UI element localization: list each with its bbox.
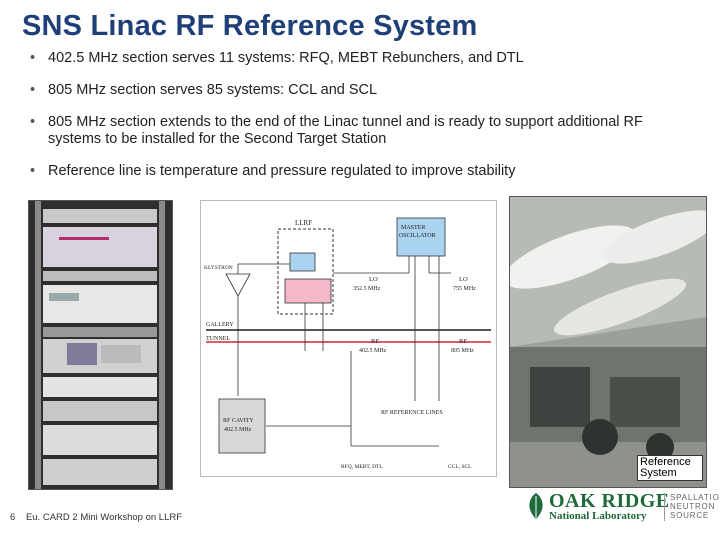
pink-mixer-box	[284, 278, 332, 304]
llrf-inner-box	[289, 252, 316, 272]
reference-system-label: Reference System	[637, 455, 703, 481]
rf-reference-diagram: LLRF MASTER OSCILLATOR KLYSTRON LO 352.5…	[200, 200, 497, 477]
gallery-label: GALLERY	[206, 322, 234, 328]
logo-divider	[664, 493, 665, 521]
logo-name-line1: OAK RIDGE	[549, 490, 670, 512]
rf-reference-lines-label: RF REFERENCE LINES	[381, 410, 443, 416]
tunnel-illustration	[510, 197, 706, 487]
lo-left-freq: 352.5 MHz	[353, 286, 381, 292]
bullet-item: Reference line is temperature and pressu…	[30, 163, 700, 180]
oak-leaf-icon	[529, 493, 543, 519]
bullet-item: 805 MHz section serves 85 systems: CCL a…	[30, 82, 700, 99]
rf-right-freq: 805 MHz	[451, 348, 474, 354]
logo-name-line2: National Laboratory	[549, 510, 647, 522]
klystron-label: KLYSTRON	[204, 265, 233, 271]
sns-line2: NEUTRON	[670, 502, 716, 511]
rf-right-label: RF	[459, 338, 467, 345]
klystron-symbol	[225, 273, 251, 297]
bottom-right-label: CCL, SCL	[448, 464, 472, 470]
rf-left-freq: 402.5 MHz	[359, 348, 387, 354]
bullet-item: 805 MHz section extends to the end of th…	[30, 114, 700, 148]
linac-tunnel-photo	[509, 196, 707, 488]
rf-left-label: RF	[371, 338, 379, 345]
llrf-label: LLRF	[295, 219, 312, 227]
sns-line3: SOURCE	[670, 511, 710, 520]
master-oscillator-box	[396, 217, 446, 257]
lo-left-label: LO	[369, 276, 378, 283]
tunnel-label: TUNNEL	[206, 336, 230, 342]
rf-cavity-label: RF CAVITY	[223, 418, 254, 424]
bullet-list: 402.5 MHz section serves 11 systems: RFQ…	[30, 50, 700, 195]
footer-text: Eu. CARD 2 Mini Workshop on LLRF	[25, 512, 183, 523]
lo-right-freq: 755 MHz	[453, 286, 476, 292]
rack-illustration	[29, 201, 172, 489]
diagram-svg: LLRF MASTER OSCILLATOR KLYSTRON LO 352.5…	[204, 217, 491, 470]
footer: 6 Eu. CARD 2 Mini Workshop on LLRF	[10, 512, 182, 523]
bullet-item: 402.5 MHz section serves 11 systems: RFQ…	[30, 50, 700, 67]
page-number: 6	[10, 512, 16, 523]
rf-cavity-freq: 402.5 MHz	[224, 427, 252, 433]
llrf-box	[277, 228, 334, 315]
equipment-rack-photo	[28, 200, 173, 490]
master-oscillator-label: MASTER	[401, 225, 425, 231]
rf-cavity-box	[218, 398, 266, 454]
lo-right-label: LO	[459, 276, 468, 283]
master-oscillator-label-2: OSCILLATOR	[399, 233, 436, 239]
slide-title: SNS Linac RF Reference System	[22, 10, 478, 42]
bottom-left-label: RFQ, MEBT, DTL	[341, 464, 383, 470]
